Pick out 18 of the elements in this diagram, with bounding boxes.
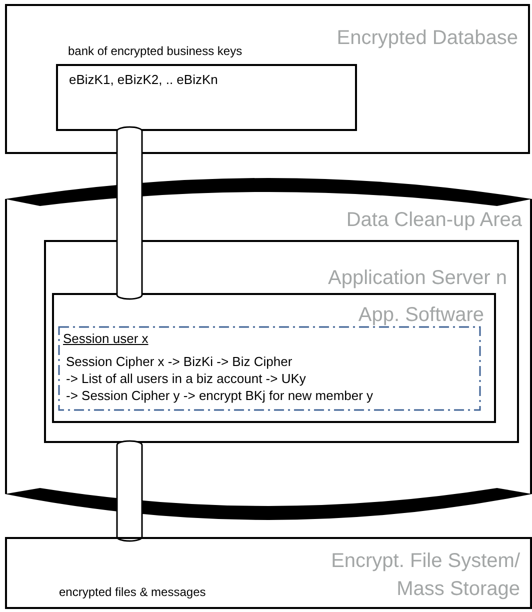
session-heading: Session user x [63,331,148,346]
key-list-text: eBizK1, eBizK2, .. eBizKn [69,72,218,87]
session-step-text: -> List of all users in a biz account -> UKy [66,371,306,386]
session-step-text: Session Cipher x -> BizKi -> Biz Cipher [66,354,292,369]
cylinder-pipe [116,440,143,542]
storage-box [5,537,532,609]
area-title: Encrypt. File System/ Mass Storage [330,549,520,602]
server-box [44,240,519,443]
database-box [5,4,530,154]
session-step-text: -> Session Cipher y -> encrypt BKj for new member y [66,388,374,403]
area-title: Data Clean-up Area [346,208,522,233]
area-title: Application Server n [328,266,507,291]
box-heading: bank of encrypted business keys [68,44,242,58]
software-box [52,293,496,423]
cylinder-pipe [116,126,143,300]
area-title: Encrypted Database [336,26,518,51]
area-title: App. Software [358,303,484,328]
storage-caption: encrypted files & messages [59,585,206,599]
